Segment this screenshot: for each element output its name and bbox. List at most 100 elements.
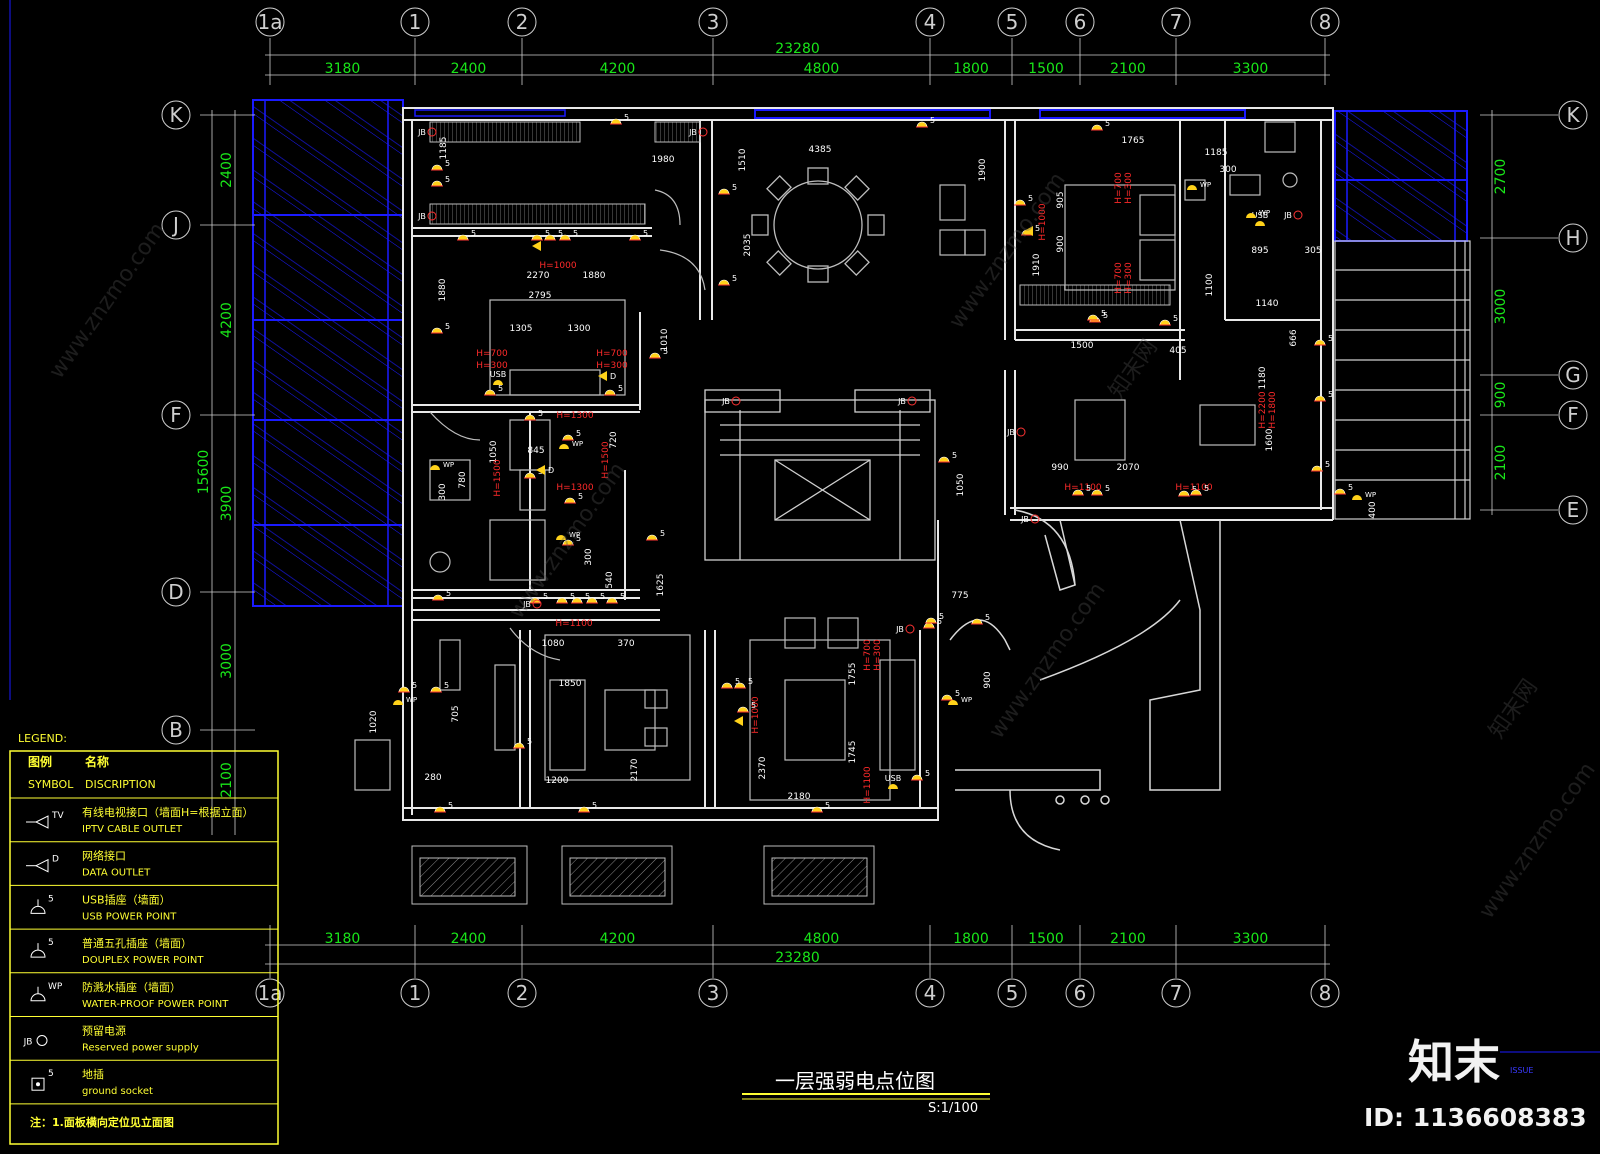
socket-count: 5 [543, 592, 548, 601]
row-bubble-H [1558, 223, 1588, 253]
outlet-symbol: 5 [513, 737, 532, 749]
socket-count: 5 [732, 274, 737, 283]
living-furniture [429, 184, 1256, 801]
inner-dim: 2270 [527, 271, 550, 281]
row-bubble-F [1558, 400, 1588, 430]
height-label: H=1000 [539, 261, 576, 271]
dim-total: 23280 [775, 950, 820, 966]
inner-dim: 400 [1368, 501, 1378, 518]
outlet-symbol: 5 [718, 183, 737, 195]
socket-count: 5 [446, 589, 451, 598]
inner-dim: 300 [584, 548, 594, 565]
dim-segment: 4200 [219, 302, 235, 338]
legend-desc-cn: 地插 [82, 1067, 104, 1081]
height-label: H=700 [863, 639, 873, 671]
outlet-symbol: 5 [544, 229, 563, 241]
outlet-symbol: 5 [559, 229, 578, 241]
window-top-left [414, 109, 566, 117]
outlet-symbol: 5 [562, 534, 581, 546]
wp-label: WP [1365, 491, 1376, 499]
reserved-power-box: JB [417, 211, 437, 221]
inner-dim: 775 [951, 591, 968, 601]
jb-label: JB [895, 625, 904, 634]
socket-count: 5 [570, 592, 575, 601]
socket-icon [925, 617, 937, 624]
socket-count: 5 [576, 534, 581, 543]
socket-count: 5 [643, 229, 648, 238]
socket-icon [1087, 314, 1099, 321]
legend-desc-en: WATER-PROOF POWER POINT [82, 999, 229, 1010]
socket-count: 5 [748, 677, 753, 686]
grid-bubble-5 [997, 7, 1027, 37]
walls [402, 107, 1334, 821]
row-label-G: G [1565, 363, 1581, 387]
socket-count: 5 [1173, 314, 1178, 323]
socket-icon [524, 414, 536, 421]
grid-bubble-3 [698, 7, 728, 37]
outlet-symbol: 5 [1334, 483, 1353, 495]
socket-count: 5 [445, 175, 450, 184]
outlet-symbol: 5 [1159, 314, 1178, 326]
outlet-symbol: 5 [734, 677, 753, 689]
outlet-symbol: 5 [434, 801, 453, 813]
row-bubble-E [1558, 495, 1588, 525]
socket-icon [721, 682, 733, 689]
row-label-K: K [169, 103, 183, 127]
inner-dim: 1050 [489, 440, 499, 463]
inner-dim: 2035 [743, 234, 753, 257]
grid-bubble-1 [400, 7, 430, 37]
reserved-power-box: JB [1020, 514, 1040, 524]
inner-dim: 370 [617, 639, 634, 649]
socket-count: 5 [471, 229, 476, 238]
grid-bubble-2 [507, 7, 537, 37]
reserved-power-icon [532, 599, 542, 609]
grid-bubble-5 [997, 978, 1027, 1008]
reserved-power-icon [905, 624, 915, 634]
height-label: H=1800 [1268, 391, 1278, 428]
inner-dim: 405 [1169, 346, 1186, 356]
row-bubble-D [161, 577, 191, 607]
socket-count: 5 [445, 159, 450, 168]
outlet-symbol: 5 [649, 347, 668, 359]
row-bubble-J [161, 210, 191, 240]
row-bubble-G [1558, 360, 1588, 390]
dim-segment: 2100 [1110, 61, 1146, 77]
socket-count: 5 [1105, 119, 1110, 128]
height-label: H=300 [1124, 172, 1134, 204]
outlet-symbol: 5 [586, 592, 605, 604]
socket-icon [938, 456, 950, 463]
outlet-symbol: 5 [524, 409, 543, 421]
outlet-symbol: 5 [1314, 334, 1333, 346]
grid-label-4: 4 [924, 10, 937, 34]
outlet-symbol: 5 [1087, 309, 1106, 321]
grid-label-7: 7 [1170, 10, 1183, 34]
inner-dim: 1305 [510, 324, 533, 334]
usb-label: USB [1252, 211, 1268, 220]
wp-label: WP [569, 531, 580, 539]
legend-desc-cn: 预留电源 [82, 1024, 126, 1038]
legend-glyph: TV [51, 811, 64, 821]
watermark-url-3: www.znzmo.com [984, 578, 1110, 743]
socket-count: 5 [952, 451, 957, 460]
reserved-power-icon [698, 127, 708, 137]
inner-dim: 300 [438, 483, 448, 500]
waterproof-socket-icon [948, 700, 958, 705]
socket-count: 5 [1105, 484, 1110, 493]
legend-glyph: 5 [48, 1069, 54, 1079]
usb-socket: USB [490, 370, 506, 385]
socket-count: 5 [1086, 484, 1091, 493]
outlet-symbol: 5 [610, 113, 629, 125]
data-label: D [548, 466, 554, 475]
dim-segment: 2700 [1493, 159, 1509, 195]
dim-segment: 3180 [325, 61, 361, 77]
waterproof-socket: WP [948, 696, 972, 705]
reserved-power-box: JB [1006, 427, 1026, 437]
inner-dim: 1880 [438, 278, 448, 301]
row-label-J: J [171, 213, 179, 237]
height-label: H=700 [596, 349, 628, 359]
